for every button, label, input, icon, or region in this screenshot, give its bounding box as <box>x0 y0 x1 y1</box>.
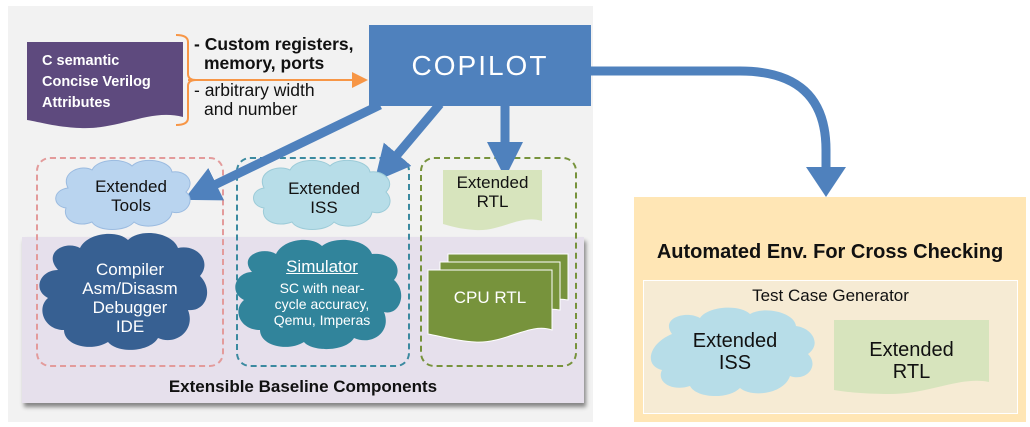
extended-iss-cloud <box>253 159 391 230</box>
label-line: Debugger <box>92 298 168 317</box>
label-line: Extended <box>456 173 529 192</box>
extended-rtl-label: Extended RTL <box>443 173 542 211</box>
extended-rtl-document <box>443 170 542 231</box>
input-spec-line: C semantic <box>42 53 120 69</box>
test-case-generator-title: Test Case Generator <box>752 286 909 305</box>
simulator-title: Simulator <box>286 257 358 276</box>
label-line: Tools <box>111 195 151 215</box>
feature-line: memory, ports <box>204 53 325 73</box>
extended-tools-cloud <box>55 159 191 230</box>
feature-bullet-arbitrary: - arbitrary width and number <box>194 81 315 119</box>
label-line: Qemu, Imperas <box>273 311 371 328</box>
label-line: Extended <box>288 179 360 198</box>
automated-env-title: Automated Env. For Cross Checking <box>656 241 1004 263</box>
auto-extended-rtl-label: Extended RTL <box>834 339 989 383</box>
feature-bullet-custom: - Custom registers, memory, ports <box>194 35 353 73</box>
input-spec-document <box>27 42 183 129</box>
iss-group <box>236 157 410 367</box>
label-line: IDE <box>115 317 145 336</box>
cpu-rtl-label: CPU RTL <box>453 288 527 307</box>
label-line: Extended <box>692 330 778 352</box>
label-line: RTL <box>892 361 931 383</box>
label-line: cycle accuracy, <box>274 295 370 312</box>
extended-tools-label: Extended Tools <box>76 177 186 215</box>
label-line: Asm/Disasm <box>82 279 178 298</box>
auto-extended-rtl-document <box>834 320 989 394</box>
cpu-rtl-document-stack <box>427 253 569 343</box>
compiler-cloud <box>39 233 208 350</box>
compiler-tools-label: Compiler Asm/Disasm Debugger IDE <box>50 260 210 336</box>
input-spec-text: C semantic Concise Verilog Attributes <box>42 51 151 114</box>
simulator-label: Simulator SC with near- cycle accuracy, … <box>240 257 404 328</box>
simulator-cloud <box>235 239 402 350</box>
arrow-to-iss <box>374 101 444 182</box>
label-line: Compiler <box>95 260 165 279</box>
label-line: Extended <box>869 339 954 361</box>
label-line: ISS <box>718 352 752 374</box>
copilot-box: COPILOT <box>369 25 591 106</box>
feature-line: - Custom registers, <box>194 34 354 54</box>
input-spec-line: Attributes <box>42 95 111 111</box>
label-line: RTL <box>476 191 509 211</box>
auto-extended-iss-cloud <box>650 307 815 397</box>
baseline-components-label: Extensible Baseline Components <box>168 377 438 396</box>
arrow-to-automated-env <box>590 66 831 168</box>
arrow-to-tools <box>183 100 382 201</box>
label-line: ISS <box>310 197 338 217</box>
extended-iss-label: Extended ISS <box>268 179 380 217</box>
feature-line: - arbitrary width <box>194 80 315 100</box>
feature-line: and number <box>204 99 298 119</box>
label-line: SC with near- <box>279 279 365 296</box>
input-spec-line: Concise Verilog <box>42 74 151 90</box>
label-line: Extended <box>95 177 167 196</box>
tools-group <box>36 157 224 367</box>
auto-extended-iss-label: Extended ISS <box>680 330 790 374</box>
